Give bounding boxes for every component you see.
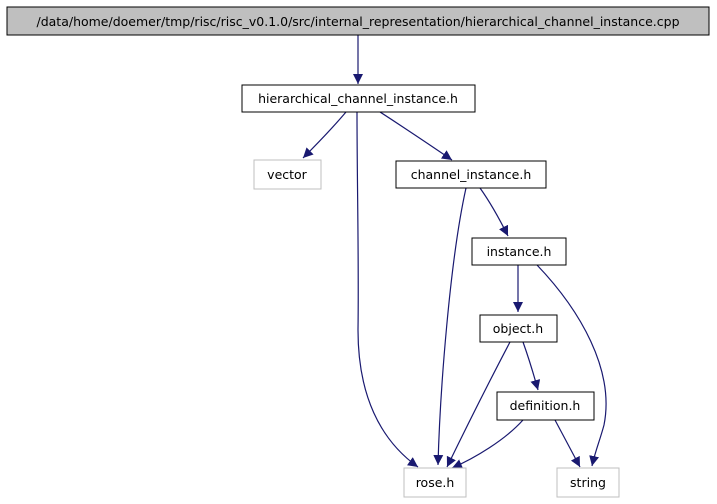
edge-hci-to-ci [379, 111, 453, 161]
node-channel-instance-h[interactable]: channel_instance.h [395, 160, 547, 189]
edge-ci-to-rose [433, 187, 467, 466]
node-instance-h[interactable]: instance.h [471, 237, 567, 266]
node-definition-h[interactable]: definition.h [496, 391, 595, 421]
edge-def-to-string [554, 419, 581, 468]
edge-ci-to-inst [479, 187, 509, 237]
node-vector-label: vector [267, 167, 308, 182]
edge-obj-to-def [522, 341, 541, 391]
edge-inst-to-string [536, 264, 607, 467]
node-channel-instance-h-label: channel_instance.h [411, 167, 532, 182]
node-definition-h-label: definition.h [510, 398, 581, 413]
node-string: string [556, 467, 620, 498]
edge-obj-to-rose [446, 341, 511, 468]
node-rose-h: rose.h [403, 467, 467, 498]
node-root-file: /data/home/doemer/tmp/risc/risc_v0.1.0/s… [6, 6, 710, 36]
node-instance-h-label: instance.h [487, 244, 552, 259]
node-vector: vector [253, 159, 322, 190]
node-root-file-label: /data/home/doemer/tmp/risc/risc_v0.1.0/s… [36, 14, 679, 29]
node-rose-h-label: rose.h [416, 475, 455, 490]
node-string-label: string [570, 475, 606, 490]
edge-hci-to-rose [356, 111, 419, 468]
node-hierarchical-channel-instance-h-label: hierarchical_channel_instance.h [258, 91, 458, 106]
edge-def-to-rose [451, 419, 524, 469]
edge-hci-to-vector [302, 111, 347, 159]
node-object-h[interactable]: object.h [479, 314, 558, 343]
edges [302, 35, 607, 469]
node-hierarchical-channel-instance-h[interactable]: hierarchical_channel_instance.h [241, 84, 476, 113]
node-object-h-label: object.h [493, 321, 543, 336]
